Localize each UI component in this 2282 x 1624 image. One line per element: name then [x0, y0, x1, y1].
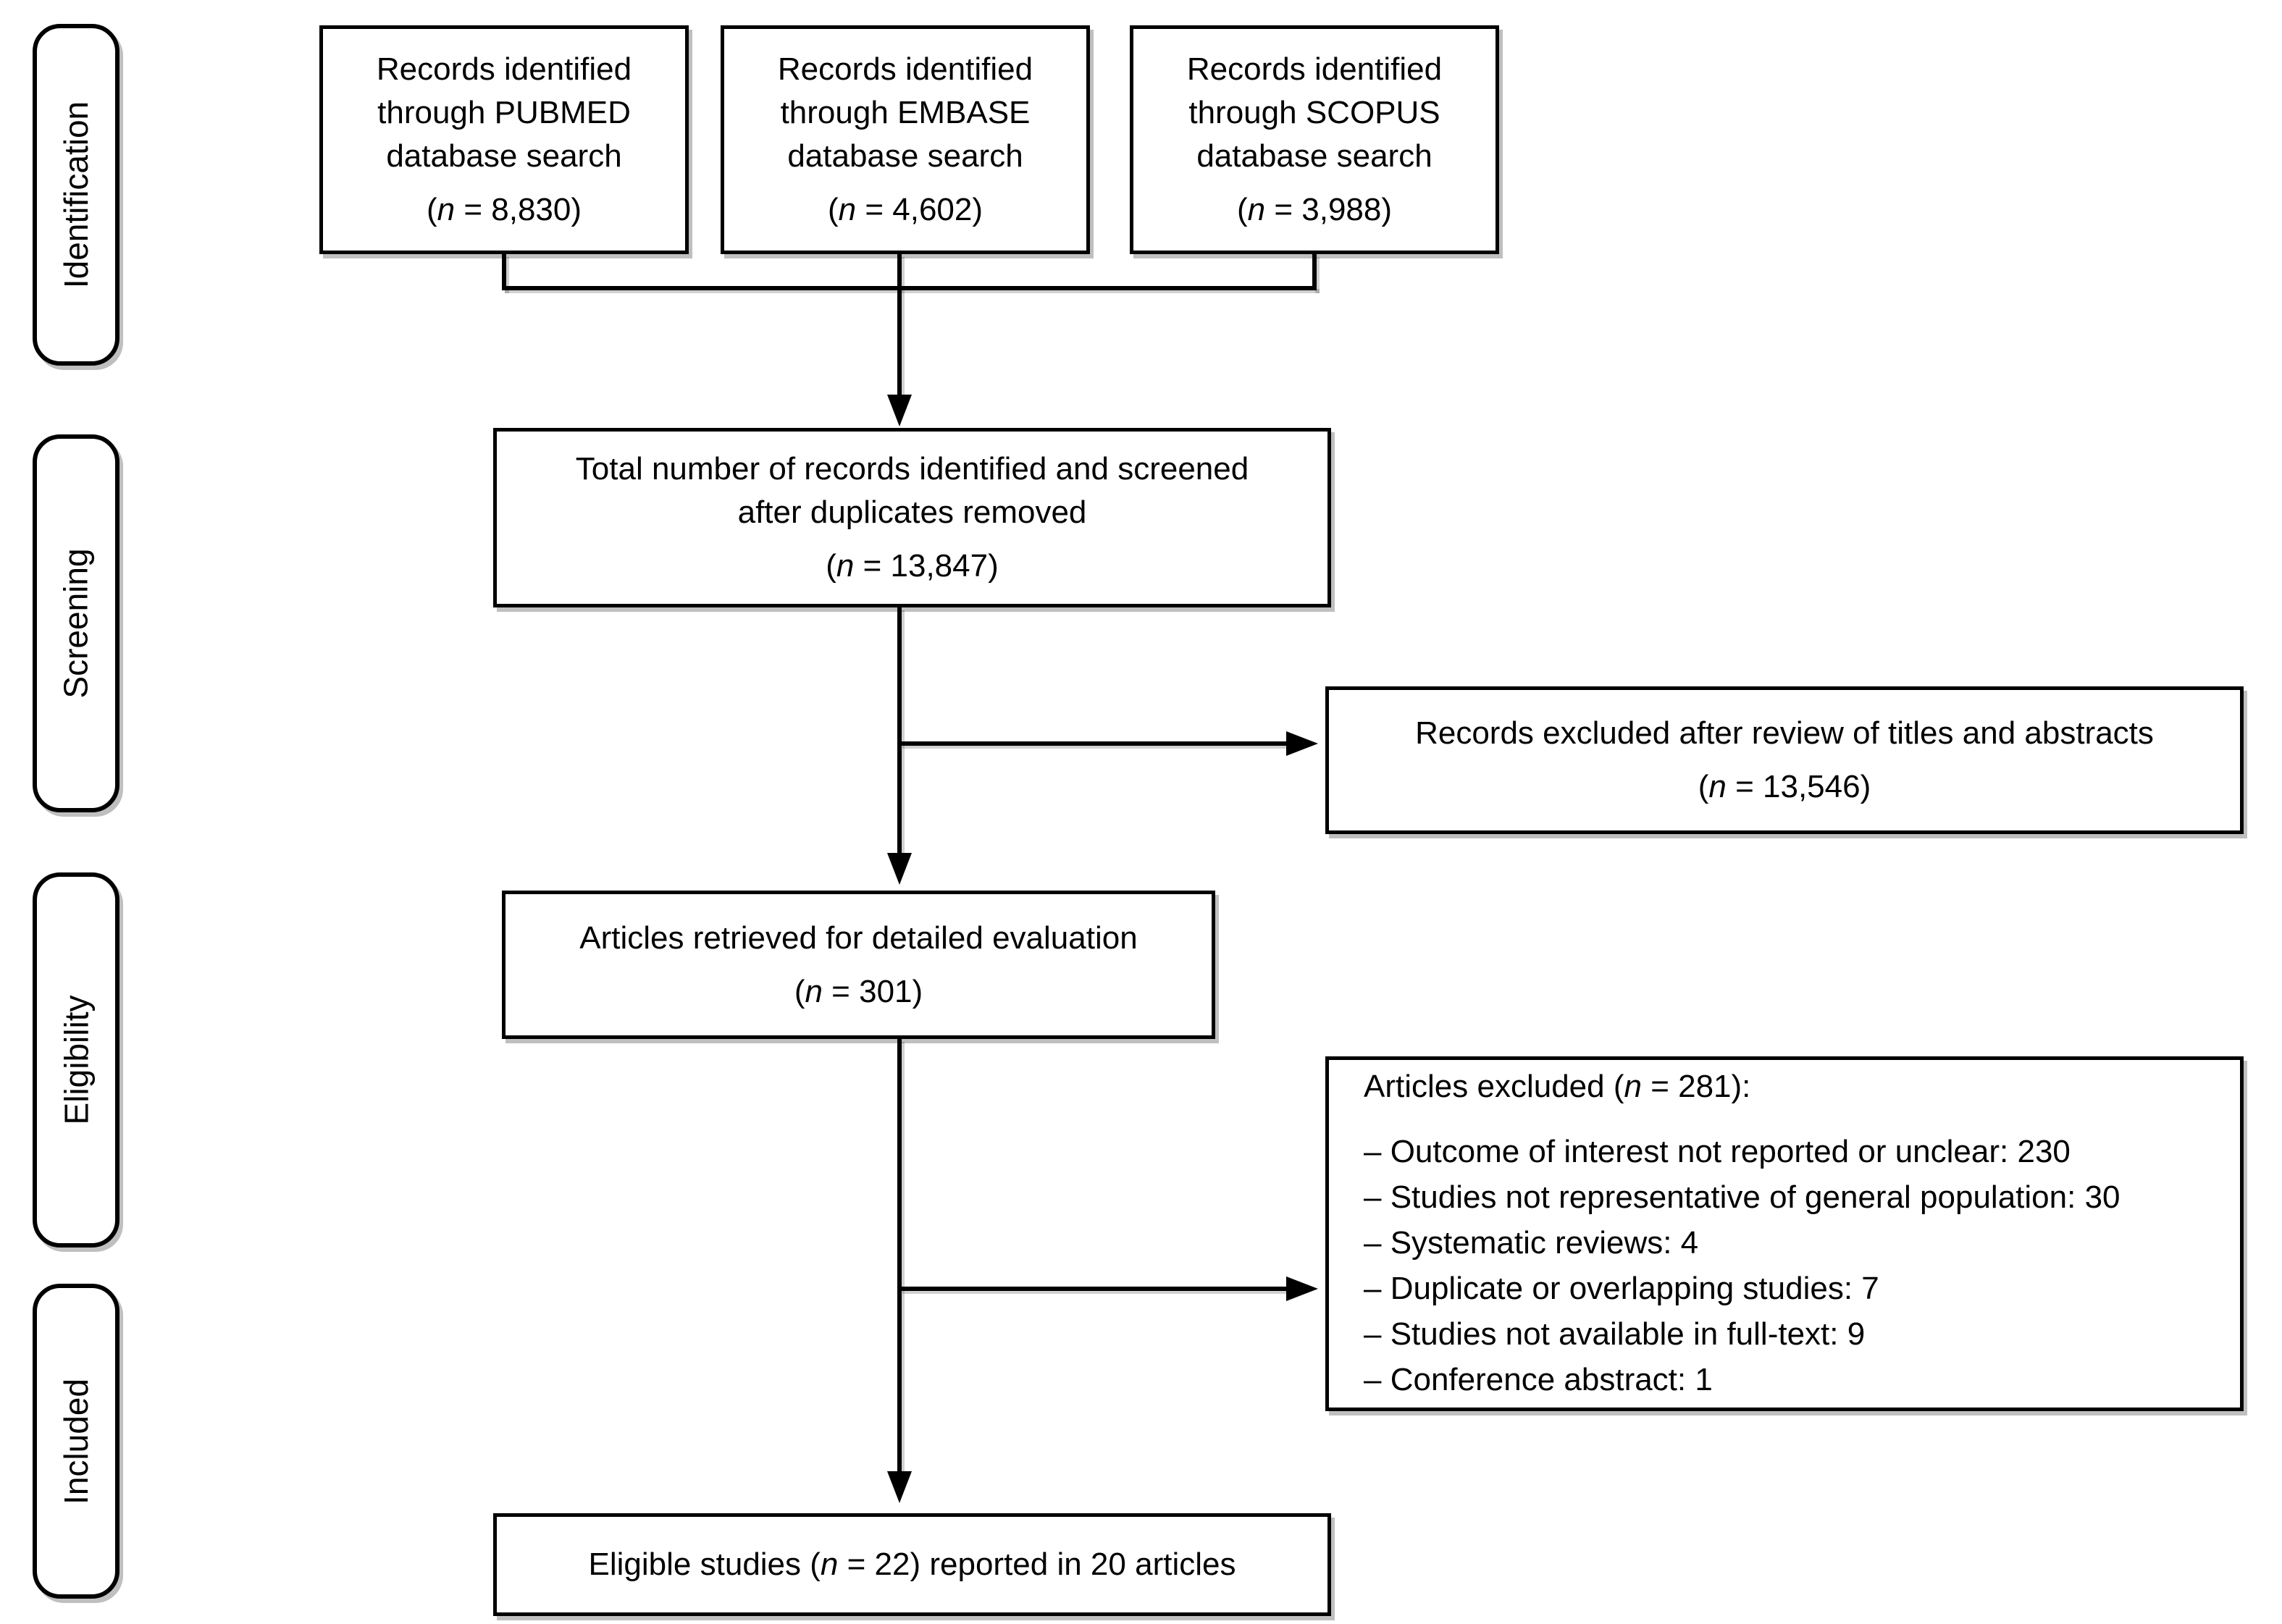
connector-stub-scopus [1312, 254, 1317, 290]
box-count: (n = 13,546) [1698, 765, 1871, 809]
count-prefix: ( [426, 192, 437, 227]
count-prefix: ( [1236, 192, 1248, 227]
box-text-line: through SCOPUS [1188, 95, 1440, 130]
count-n-symbol: n [838, 192, 857, 227]
stage-label-eligibility: Eligibility [33, 872, 119, 1248]
box-text-line: database search [787, 138, 1023, 174]
excluded-reason-item: – Duplicate or overlapping studies: 7 [1364, 1271, 1879, 1306]
box-count: (n = 13,847) [826, 544, 999, 588]
excluded-reason-item: – Outcome of interest not reported or un… [1364, 1134, 2071, 1169]
count-n-symbol: n [805, 973, 823, 1009]
box-text-line: Eligible studies (n = 22) reported in 20… [589, 1543, 1236, 1586]
count-value: = 13,546) [1726, 769, 1871, 804]
box-text-line: Total number of records identified and s… [575, 451, 1249, 487]
box-articles-retrieved: Articles retrieved for detailed evaluati… [502, 891, 1215, 1039]
stage-label-text: Included [57, 1378, 96, 1505]
count-n-symbol: n [836, 548, 855, 584]
connector-line-to-eligible [897, 1039, 902, 1472]
box-count: (n = 301) [794, 970, 923, 1014]
connector-line-to-retrieved [897, 607, 902, 854]
count-value: = 8,830) [455, 192, 582, 227]
count-value: = 4,602) [856, 192, 983, 227]
box-text-line: after duplicates removed [737, 495, 1087, 530]
box-text-line: Records identified [1186, 51, 1443, 87]
count-n-symbol: n [437, 192, 456, 227]
box-articles-excluded: Articles excluded (n = 281): – Outcome o… [1325, 1056, 2244, 1411]
stage-label-text: Eligibility [57, 995, 96, 1125]
box-text-line: Records excluded after review of titles … [1415, 715, 2154, 751]
count-prefix: ( [826, 548, 836, 584]
box-count: (n = 3,988) [1237, 188, 1392, 232]
connector-branch-articles-excluded [899, 1287, 1288, 1291]
count-n-symbol: n [1247, 192, 1266, 227]
stage-label-identification: Identification [33, 24, 119, 366]
connector-stub-pubmed [502, 254, 506, 290]
box-records-pubmed: Records identified through PUBMED databa… [319, 25, 689, 254]
box-text-line: Records identified [777, 51, 1033, 87]
stage-label-text: Screening [57, 548, 96, 699]
excluded-reason-item: – Systematic reviews: 4 [1364, 1225, 1699, 1261]
heading-value: = 281): [1641, 1069, 1751, 1104]
connector-collector-line [502, 286, 1317, 290]
box-total-screened: Total number of records identified and s… [493, 428, 1331, 607]
arrowhead-right-icon [1286, 1276, 1318, 1301]
eligible-prefix: Eligible studies ( [588, 1547, 821, 1582]
connector-branch-records-excluded [899, 741, 1288, 746]
excluded-heading: Articles excluded (n = 281): [1364, 1065, 1750, 1108]
heading-prefix: Articles excluded ( [1364, 1069, 1624, 1104]
heading-n-symbol: n [1624, 1069, 1642, 1104]
excluded-reason-item: – Conference abstract: 1 [1364, 1362, 1713, 1397]
box-records-embase: Records identified through EMBASE databa… [721, 25, 1090, 254]
box-eligible-studies: Eligible studies (n = 22) reported in 20… [493, 1513, 1331, 1616]
count-prefix: ( [794, 973, 805, 1009]
excluded-reason-item: – Studies not available in full-text: 9 [1364, 1316, 1866, 1352]
stage-label-included: Included [33, 1284, 119, 1599]
box-records-excluded: Records excluded after review of titles … [1325, 686, 2244, 834]
box-text-line: Records identified [376, 51, 632, 87]
count-prefix: ( [1698, 769, 1709, 804]
box-text-line: Articles retrieved for detailed evaluati… [579, 920, 1138, 956]
box-count: (n = 4,602) [828, 188, 983, 232]
count-value: = 13,847) [854, 548, 999, 584]
count-value: = 3,988) [1265, 192, 1393, 227]
connector-line-to-total [897, 254, 902, 399]
box-records-scopus: Records identified through SCOPUS databa… [1130, 25, 1499, 254]
box-text-line: through EMBASE [780, 95, 1031, 130]
count-value: = 301) [822, 973, 923, 1009]
excluded-reason-item: – Studies not representative of general … [1364, 1179, 2121, 1215]
eligible-n-symbol: n [820, 1547, 839, 1582]
box-text-line: through PUBMED [377, 95, 631, 130]
eligible-suffix: = 22) reported in 20 articles [838, 1547, 1236, 1582]
count-n-symbol: n [1708, 769, 1727, 804]
stage-label-screening: Screening [33, 434, 119, 812]
arrowhead-down-icon [887, 395, 912, 426]
stage-label-text: Identification [57, 101, 95, 289]
box-text-line: database search [1196, 138, 1432, 174]
count-prefix: ( [827, 192, 839, 227]
arrowhead-down-icon [887, 1471, 912, 1503]
box-count: (n = 8,830) [427, 188, 582, 232]
box-text-line: database search [386, 138, 622, 174]
arrowhead-down-icon [887, 853, 912, 885]
arrowhead-right-icon [1286, 731, 1318, 756]
